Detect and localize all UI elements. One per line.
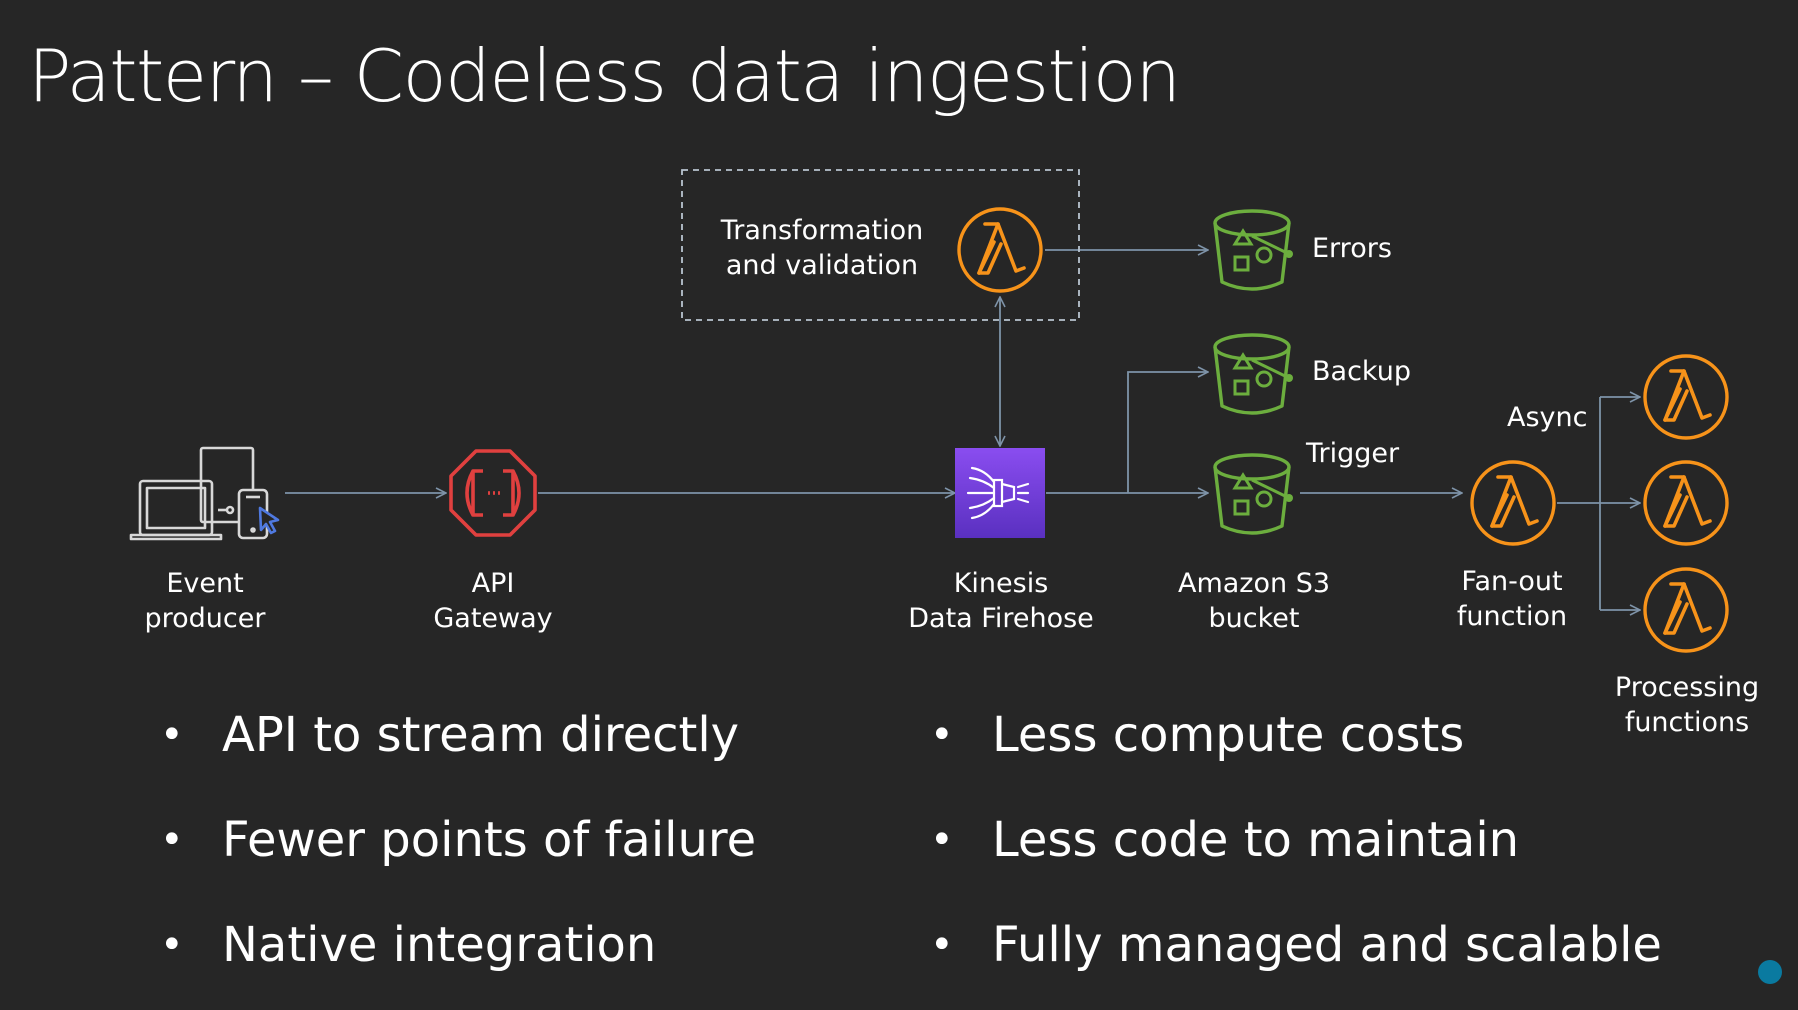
connectors — [285, 250, 1640, 610]
s3-bucket-label: Amazon S3 bucket — [1177, 568, 1331, 634]
api-gateway-icon — [449, 449, 537, 537]
bullets-left: •API to stream directly •Fewer points of… — [160, 695, 756, 1010]
bullet-item: •Native integration — [160, 917, 657, 973]
slide-title: Pattern – Codeless data ingestion — [28, 34, 1181, 118]
fanout-lambda-icon — [1470, 460, 1556, 546]
bullet-item: •Less code to maintain — [930, 812, 1520, 868]
slide-indicator-dot — [1758, 960, 1782, 984]
transformation-group-box — [681, 169, 1080, 321]
s3-bucket-icon — [1213, 453, 1295, 535]
bullet-item: •API to stream directly — [160, 707, 740, 763]
fanout-label: Fan-out function — [1456, 566, 1568, 632]
errors-label: Errors — [1312, 233, 1392, 264]
bullet-item: •Fully managed and scalable — [930, 917, 1662, 973]
transformation-lambda-icon — [957, 207, 1043, 293]
event-producer-label: Event producer — [144, 568, 266, 634]
arrow-firehose-to-backup — [1127, 372, 1208, 493]
backup-bucket-icon — [1213, 333, 1295, 415]
processing-label: Processing functions — [1614, 672, 1760, 738]
async-label: Async — [1507, 402, 1588, 433]
transformation-label: Transformation and validation — [720, 215, 924, 281]
processing-lambda-icon-3 — [1643, 567, 1729, 653]
bullet-item: •Fewer points of failure — [160, 812, 757, 868]
client-devices-icon — [129, 446, 280, 541]
bullet-item: •Less compute costs — [930, 707, 1465, 763]
kinesis-firehose-icon — [955, 448, 1045, 538]
api-gateway-label: API Gateway — [433, 568, 553, 634]
processing-lambda-icon-2 — [1643, 460, 1729, 546]
backup-label: Backup — [1312, 356, 1411, 387]
errors-bucket-icon — [1213, 209, 1295, 291]
processing-lambda-icon-1 — [1643, 354, 1729, 440]
firehose-label: Kinesis Data Firehose — [908, 568, 1094, 634]
trigger-label: Trigger — [1306, 438, 1400, 469]
bullets-right: •Less compute costs •Less code to mainta… — [930, 695, 1662, 1010]
